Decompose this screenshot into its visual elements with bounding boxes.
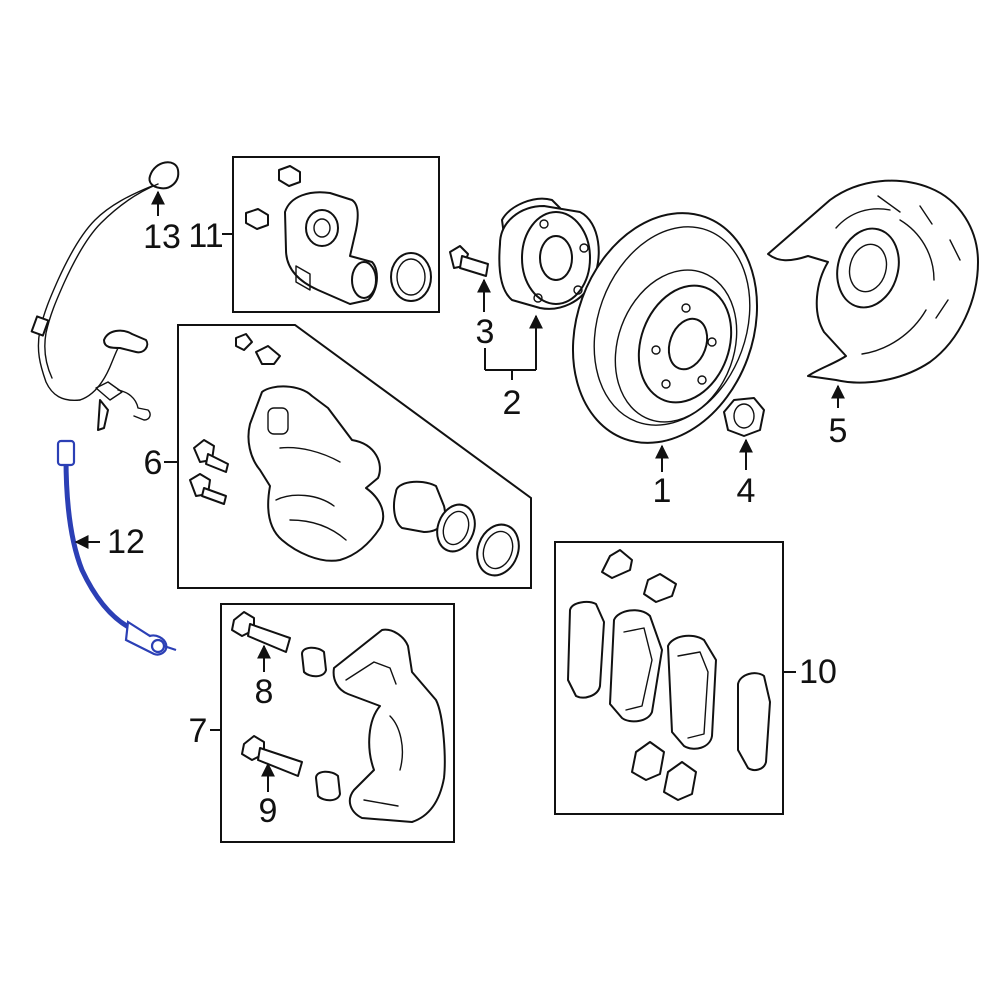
guide-pin-bolt-9[interactable] bbox=[241, 735, 303, 777]
guide-pin-bushing-9[interactable] bbox=[315, 770, 341, 802]
callout-3[interactable]: 3 bbox=[476, 313, 495, 351]
leader-lines bbox=[74, 190, 845, 792]
brake-rotor[interactable] bbox=[542, 187, 788, 469]
guide-pin-bolt-8[interactable] bbox=[231, 611, 291, 653]
callout-12[interactable]: 12 bbox=[107, 523, 145, 561]
callout-10[interactable]: 10 bbox=[799, 653, 837, 691]
callout-2[interactable]: 2 bbox=[503, 384, 522, 422]
dust-shield[interactable] bbox=[767, 179, 979, 384]
callout-5[interactable]: 5 bbox=[829, 412, 848, 450]
callout-6[interactable]: 6 bbox=[144, 444, 163, 482]
hub-bolt[interactable] bbox=[449, 245, 489, 277]
hub-nut[interactable] bbox=[723, 397, 765, 437]
brake-hose[interactable] bbox=[56, 439, 177, 656]
callout-8[interactable]: 8 bbox=[255, 673, 274, 711]
callout-4[interactable]: 4 bbox=[737, 472, 756, 510]
parking-brake-actuator[interactable] bbox=[245, 165, 432, 305]
brake-pad-kit[interactable] bbox=[567, 549, 771, 801]
frame-7 bbox=[220, 603, 455, 843]
frame-10 bbox=[554, 541, 784, 815]
brake-caliper[interactable] bbox=[189, 333, 526, 581]
frame-6 bbox=[177, 324, 532, 589]
callout-11[interactable]: 11 bbox=[188, 217, 223, 255]
callout-9[interactable]: 9 bbox=[259, 792, 278, 830]
callout-1[interactable]: 1 bbox=[653, 472, 672, 510]
hub-bearing[interactable] bbox=[498, 197, 600, 310]
caliper-bracket[interactable] bbox=[332, 628, 446, 823]
callout-13[interactable]: 13 bbox=[143, 218, 181, 256]
guide-pin-bushing-8[interactable] bbox=[301, 646, 327, 678]
callout-7[interactable]: 7 bbox=[189, 712, 208, 750]
wheel-speed-sensor[interactable] bbox=[30, 161, 180, 431]
